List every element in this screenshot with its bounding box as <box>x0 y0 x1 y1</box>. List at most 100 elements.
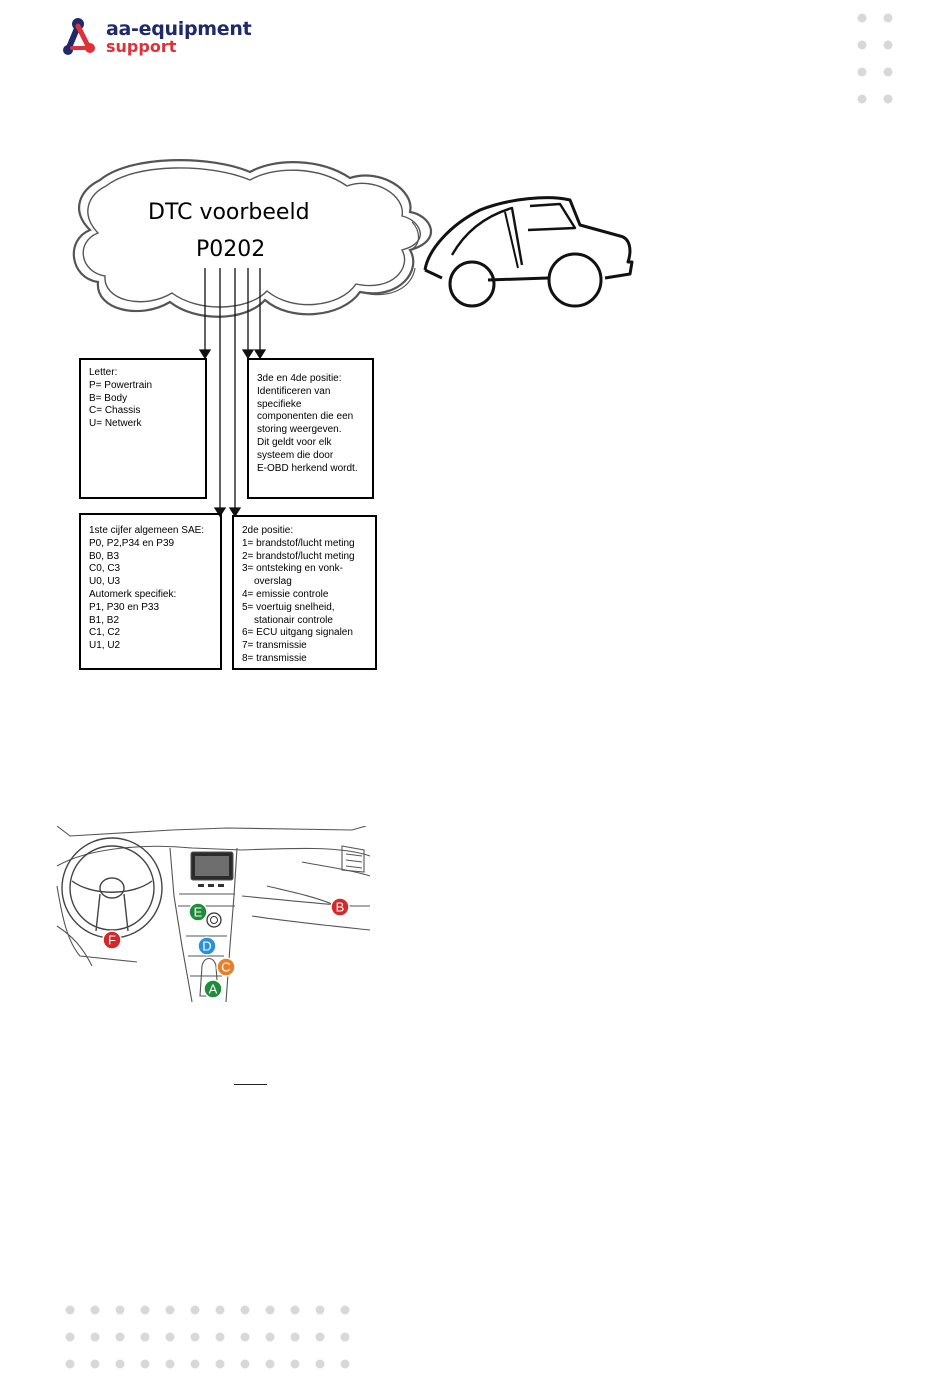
decor-dots-top-right <box>857 13 893 104</box>
marker-e: E <box>188 902 208 922</box>
box-digit1-line: U0, U3 <box>89 576 121 588</box>
box-digit1-line: 1ste cijfer algemeen SAE: <box>89 525 205 536</box>
decor-dot <box>165 1332 175 1342</box>
box-pos2-line: 8= transmissie <box>242 652 307 664</box>
box-pos2-line: 6= ECU uitgang signalen <box>242 627 353 639</box>
box-pos34-line: systeem die door <box>257 449 334 461</box>
marker-circle <box>216 957 236 977</box>
box-pos34-line: Dit geldt voor elk <box>257 436 332 448</box>
decor-dot <box>90 1305 100 1315</box>
decor-dot <box>215 1359 225 1369</box>
marker-b: B <box>330 897 350 917</box>
decor-dot <box>190 1305 200 1315</box>
decor-dot <box>240 1305 250 1315</box>
marker-label: A <box>209 982 218 997</box>
marker-label: B <box>336 900 345 915</box>
box-pos2-line: 4= emissie controle <box>242 588 329 600</box>
box-pos2-line: 7= transmissie <box>242 640 307 652</box>
decor-dot <box>265 1332 275 1342</box>
marker-circle <box>197 936 217 956</box>
box-digit1-line: C0, C3 <box>89 563 121 575</box>
box-pos34-line: E-OBD herkend wordt. <box>257 462 358 474</box>
decor-dot <box>115 1305 125 1315</box>
decor-dot <box>65 1332 75 1342</box>
marker-circle <box>188 902 208 922</box>
decor-dot <box>240 1359 250 1369</box>
diagram-title: DTC voorbeeld <box>148 200 310 225</box>
dashboard-markers: A B CD E F <box>102 897 350 999</box>
brand-sub: support <box>106 37 177 56</box>
decor-dot <box>190 1332 200 1342</box>
box-pos34-line: storing weergeven. <box>257 424 342 436</box>
box-letter-line: U= Netwerk <box>89 418 142 430</box>
marker-label: F <box>108 933 116 948</box>
decor-dot <box>65 1305 75 1315</box>
box-position-2: 2de positie: 1= brandstof/lucht meting 2… <box>232 515 377 670</box>
marker-a: A <box>203 979 223 999</box>
box-letter-line: Letter: <box>89 367 118 378</box>
decor-dot <box>340 1359 350 1369</box>
box-letter-line: C= Chassis <box>89 405 141 417</box>
box-pos2-line: overslag <box>254 576 292 588</box>
decor-dot <box>140 1332 150 1342</box>
decor-dot <box>190 1359 200 1369</box>
decor-dot <box>265 1359 275 1369</box>
decor-underline <box>234 1084 267 1085</box>
box-digit1-line: P1, P30 en P33 <box>89 601 160 613</box>
cloud-shape <box>72 159 432 318</box>
decor-dot <box>315 1332 325 1342</box>
decor-dot <box>315 1305 325 1315</box>
decor-dot <box>90 1332 100 1342</box>
connector-arrows <box>198 268 267 518</box>
dashboard-illustration <box>56 826 371 1002</box>
decor-dot <box>290 1305 300 1315</box>
decor-dot <box>140 1305 150 1315</box>
box-letter: Letter: P= Powertrain B= Body C= Chassis… <box>79 358 207 499</box>
dtc-diagram <box>72 159 634 518</box>
decor-dot <box>115 1332 125 1342</box>
box-pos34-line: 3de en 4de positie: <box>257 373 342 384</box>
box-digit1-line: C1, C2 <box>89 627 121 639</box>
decor-dot <box>340 1332 350 1342</box>
box-pos2-line: 1= brandstof/lucht meting <box>242 537 355 549</box>
decor-dot <box>215 1332 225 1342</box>
box-pos34-line: Identificeren van <box>257 385 331 397</box>
box-digit1-line: U1, U2 <box>89 640 121 652</box>
decor-dot <box>140 1359 150 1369</box>
decor-dot <box>290 1332 300 1342</box>
box-digit1-line: P0, P2,P34 en P39 <box>89 537 175 549</box>
marker-label: E <box>194 905 203 920</box>
marker-label: C <box>221 960 230 975</box>
decor-dot <box>265 1305 275 1315</box>
box-pos2-line: stationair controle <box>254 614 333 626</box>
marker-d: D <box>197 936 217 956</box>
decor-dot <box>90 1359 100 1369</box>
box-position-3-4: 3de en 4de positie: Identificeren van sp… <box>247 358 374 499</box>
box-digit1-line: Automerk specifiek: <box>89 588 177 600</box>
box-digit1-line: B1, B2 <box>89 614 120 626</box>
box-letter-line: P= Powertrain <box>89 379 153 391</box>
box-digit1-line: B0, B3 <box>89 550 120 562</box>
brand-name: aa-equipment <box>106 18 252 40</box>
decor-dot <box>165 1359 175 1369</box>
decor-dot <box>65 1359 75 1369</box>
marker-circle <box>102 930 122 950</box>
box-pos34-line: componenten die een <box>257 411 354 423</box>
box-letter-line: B= Body <box>89 392 128 404</box>
dtc-code: P0202 <box>196 237 266 262</box>
decor-dots-bottom-left <box>65 1305 350 1369</box>
marker-c: C <box>216 957 236 977</box>
marker-circle <box>203 979 223 999</box>
car-illustration <box>423 196 634 308</box>
decor-dot <box>215 1305 225 1315</box>
brand-logo: aa-equipment support <box>62 16 262 60</box>
box-first-digit: 1ste cijfer algemeen SAE: P0, P2,P34 en … <box>79 513 222 670</box>
box-pos34-line: specifieke <box>257 398 302 410</box>
marker-f: F <box>102 930 122 950</box>
box-pos2-line: 5= voertuig snelheid, <box>242 601 335 613</box>
box-pos2-line: 2= brandstof/lucht meting <box>242 550 355 562</box>
box-pos2-line: 2de positie: <box>242 525 294 536</box>
logo-mark-icon <box>63 18 95 55</box>
marker-circle <box>330 897 350 917</box>
decor-dot <box>315 1359 325 1369</box>
